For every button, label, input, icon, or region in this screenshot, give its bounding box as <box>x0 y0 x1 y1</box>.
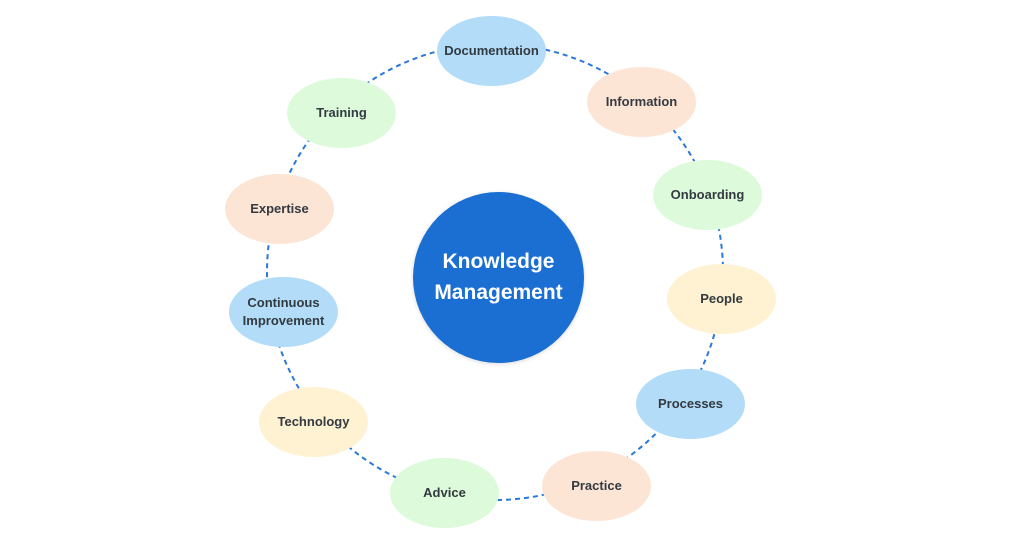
node-label: Expertise <box>250 201 309 217</box>
node-label: Onboarding <box>670 187 745 203</box>
node-practice: Practice <box>542 451 651 521</box>
node-label: Information <box>605 94 678 110</box>
node-label: Documentation <box>444 43 539 59</box>
node-technology: Technology <box>259 387 368 457</box>
node-label: Processes <box>657 396 724 412</box>
center-title-line1: Knowledge <box>442 250 555 274</box>
node-training: Training <box>287 78 396 148</box>
node-documentation: Documentation <box>437 16 546 86</box>
node-processes: Processes <box>636 369 745 439</box>
node-onboarding: Onboarding <box>653 160 762 230</box>
node-advice: Advice <box>390 458 499 528</box>
node-information: Information <box>587 67 696 137</box>
node-people: People <box>667 264 776 334</box>
node-label: Advice <box>423 485 466 501</box>
node-label: Technology <box>277 414 350 430</box>
center-title-line2: Management <box>434 280 563 304</box>
node-label: Training <box>316 105 367 121</box>
node-label: Practice <box>571 478 622 494</box>
node-label: People <box>700 291 743 307</box>
node-expertise: Expertise <box>225 174 334 244</box>
center-topic-knowledge-management: Knowledge Management <box>413 192 584 363</box>
